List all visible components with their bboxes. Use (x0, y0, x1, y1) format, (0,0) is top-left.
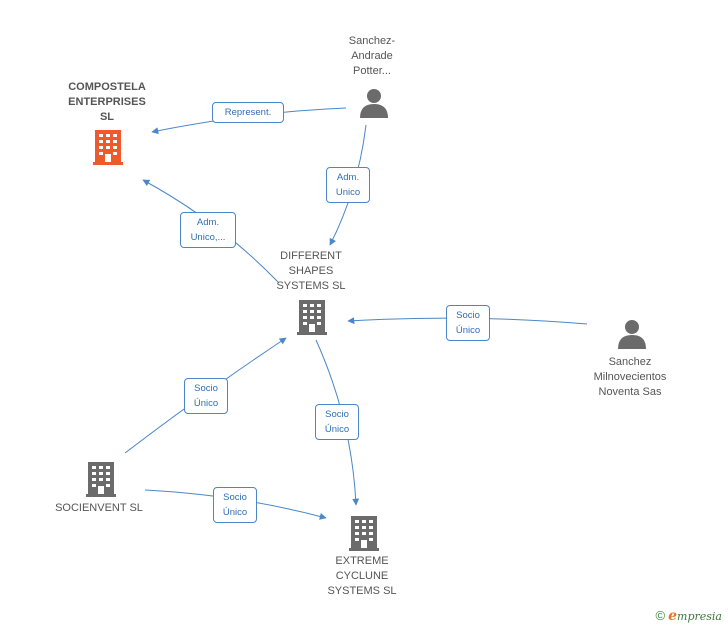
edge-label-socio-unico-1[interactable]: Socio Único (446, 305, 490, 341)
node-label-sanchez-milnovecientos[interactable]: Sanchez Milnovecientos Noventa Sas (593, 356, 667, 398)
person-icon[interactable] (360, 89, 388, 118)
person-icon[interactable] (618, 320, 646, 349)
node-label-extreme-cyclune[interactable]: EXTREME CYCLUNE SYSTEMS SL (327, 555, 397, 597)
building-icon[interactable] (297, 300, 327, 335)
edge-label-adm-unico-1[interactable]: Adm. Unico (326, 167, 370, 203)
node-label-socienvent[interactable]: SOCIENVENT SL (55, 502, 143, 514)
copyright-icon: © (655, 608, 666, 623)
building-icon[interactable] (349, 516, 379, 551)
node-label-sanchez-andrade[interactable]: Sanchez- Andrade Potter... (348, 35, 396, 77)
edge-label-socio-unico-4[interactable]: Socio Único (213, 487, 257, 523)
edge-label-socio-unico-2[interactable]: Socio Único (184, 378, 228, 414)
node-label-compostela[interactable]: COMPOSTELA ENTERPRISES SL (68, 81, 146, 123)
brand-logo-text: mpresia (677, 610, 722, 623)
building-icon[interactable] (86, 462, 116, 497)
node-label-different-shapes[interactable]: DIFFERENT SHAPES SYSTEMS SL (276, 250, 346, 292)
brand-watermark: ©empresia (656, 608, 722, 624)
edge-label-adm-unico-2[interactable]: Adm. Unico,... (180, 212, 236, 248)
edge-label-socio-unico-3[interactable]: Socio Único (315, 404, 359, 440)
edge-label-represent[interactable]: Represent. (212, 102, 284, 123)
building-icon[interactable] (93, 130, 123, 165)
brand-logo-e: e (668, 608, 678, 624)
